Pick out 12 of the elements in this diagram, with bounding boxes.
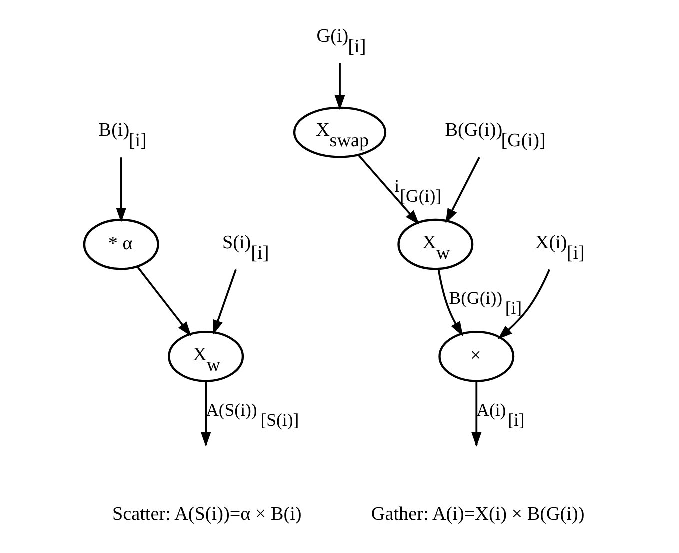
label: Gather: A(i)=X(i) × B(G(i)) [370,504,584,525]
node-ellipse: × [438,330,514,382]
label: Scatter: A(S(i))=α × B(i) [112,504,302,525]
arrow [445,157,480,224]
arrow [437,270,463,337]
arrow [358,154,420,225]
arrow [497,269,550,340]
arrow [212,269,236,336]
arrow [116,158,126,223]
node-ellipse: * α [82,218,159,270]
arrow [136,266,192,337]
arrow [334,63,345,110]
